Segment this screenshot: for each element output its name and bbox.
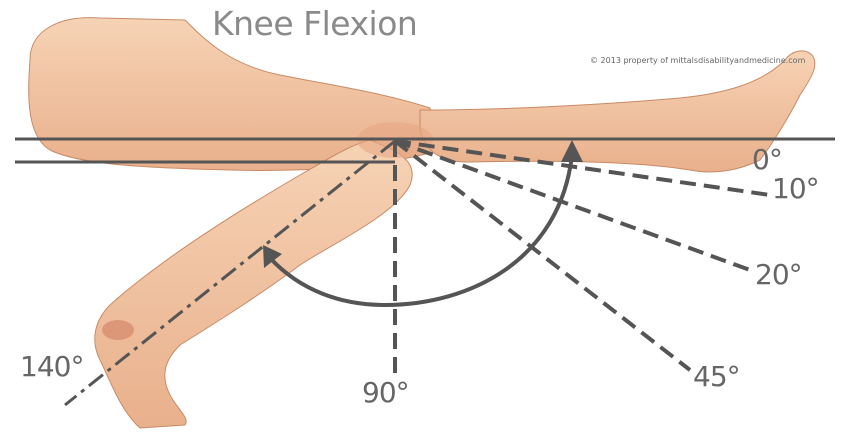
angle-label-45: 45° <box>693 360 740 393</box>
diagram-title: Knee Flexion <box>212 4 417 43</box>
copyright-notice: © 2013 property of mittalsdisabilityandm… <box>590 56 805 65</box>
angle-label-140: 140° <box>20 350 83 383</box>
angle-label-10: 10° <box>772 172 819 205</box>
angle-label-20: 20° <box>755 258 802 291</box>
angle-label-90: 90° <box>362 376 409 409</box>
heel-shadow <box>102 320 134 340</box>
